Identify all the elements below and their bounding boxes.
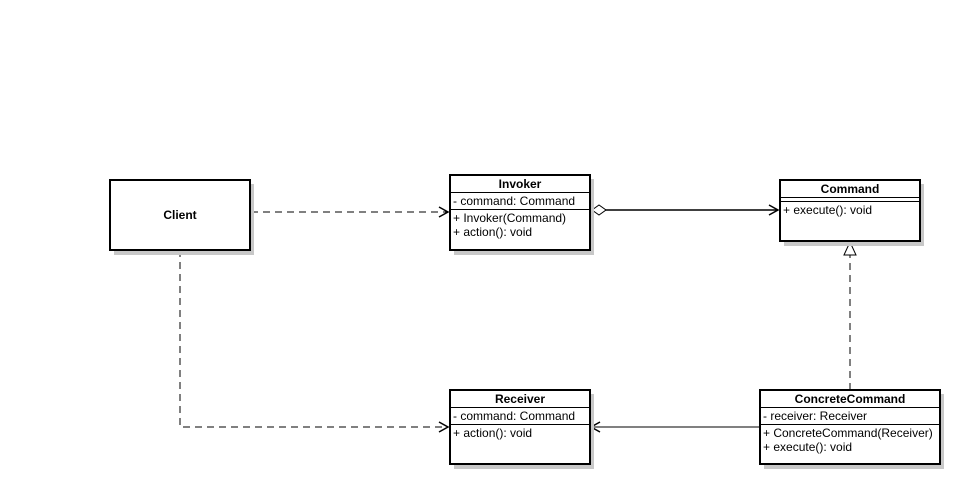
- concretecommand-operation: + ConcreteCommand(Receiver): [763, 426, 933, 440]
- invoker-attributes: - command: Command: [451, 193, 589, 210]
- receiver-attributes: - command: Command: [451, 408, 589, 425]
- receiver-attribute: - command: Command: [453, 409, 576, 423]
- invoker-operation: + action(): void: [453, 225, 533, 239]
- receiver-class[interactable]: Receiver - command: Command + action(): …: [449, 389, 591, 465]
- invoker-class-name: Invoker: [451, 176, 589, 193]
- receiver-operation: + action(): void: [453, 426, 533, 440]
- command-interface[interactable]: Command + execute(): void: [779, 179, 921, 242]
- invoker-attribute: - command: Command: [453, 194, 576, 208]
- concretecommand-operations: + ConcreteCommand(Receiver) + execute():…: [761, 425, 939, 455]
- client-class-name: Client: [163, 208, 197, 222]
- client-class[interactable]: Client: [109, 179, 251, 251]
- concretecommand-attributes: - receiver: Receiver: [761, 408, 939, 425]
- invoker-operations: + Invoker(Command) + action(): void: [451, 210, 589, 240]
- receiver-class-name: Receiver: [451, 391, 589, 408]
- concretecommand-operation: + execute(): void: [763, 440, 853, 454]
- command-operations: + execute(): void: [781, 202, 919, 218]
- command-attributes: [781, 198, 919, 202]
- command-operation: + execute(): void: [783, 203, 873, 217]
- invoker-operation: + Invoker(Command): [453, 211, 567, 225]
- concretecommand-class[interactable]: ConcreteCommand - receiver: Receiver + C…: [759, 389, 941, 465]
- concretecommand-attribute: - receiver: Receiver: [763, 409, 868, 423]
- invoker-class[interactable]: Invoker - command: Command + Invoker(Com…: [449, 174, 591, 251]
- command-interface-name: Command: [781, 181, 919, 198]
- receiver-operations: + action(): void: [451, 425, 589, 441]
- concretecommand-class-name: ConcreteCommand: [761, 391, 939, 408]
- client-receiver-dependency: [179, 250, 450, 433]
